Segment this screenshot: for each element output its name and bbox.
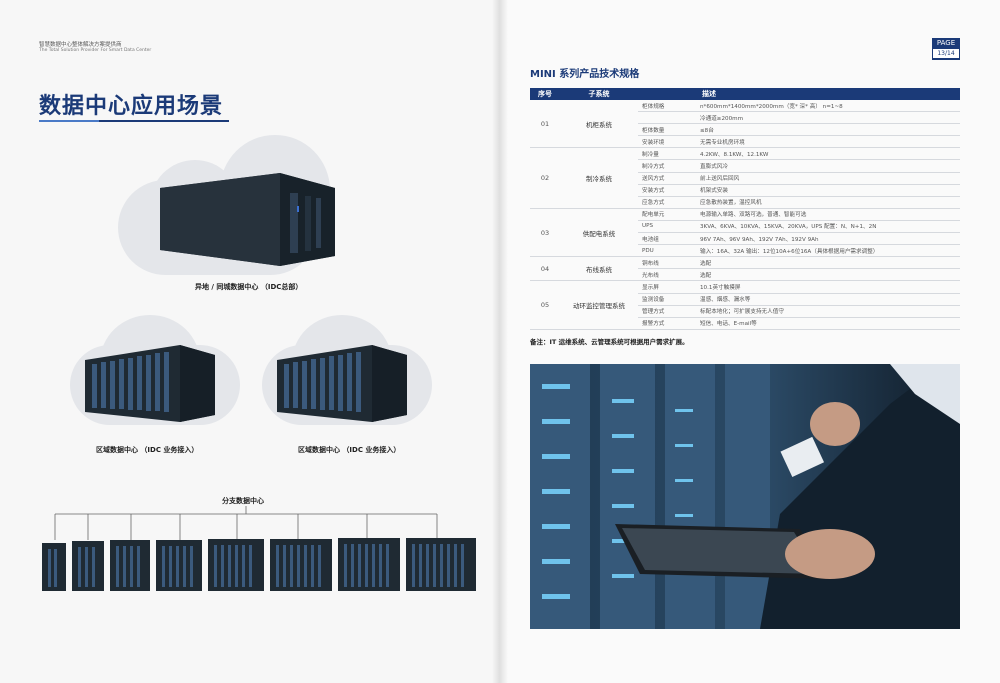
spec-description: 无需专业机房环境 — [696, 135, 960, 149]
spec-description: 输入：16A、32A 输出：12位10A+6位16A（具体根据用户需求调整） — [696, 244, 960, 258]
spec-group-number: 04 — [530, 256, 560, 282]
regional-cabinet-left-image — [85, 345, 215, 422]
page-number: 13/14 — [933, 49, 959, 58]
spec-item: 安装方式 — [638, 184, 696, 197]
spec-note: 备注：IT 运维系统、云管理系统可根据用户需求扩展。 — [530, 338, 689, 346]
spec-table-header: 序号 子系统 描述 — [530, 88, 960, 100]
server-room-tablet-photo — [530, 364, 960, 629]
spec-item: 铜布线 — [638, 256, 696, 270]
spec-item: 配电单元 — [638, 208, 696, 221]
spec-row: 柜体数量≤8台 — [530, 123, 960, 137]
regional-cabinet-right-image — [277, 345, 407, 422]
header-item — [638, 88, 696, 100]
spec-group-system: 机柜系统 — [560, 100, 638, 149]
spec-item: 显示屏 — [638, 280, 696, 294]
spec-item: 监测设备 — [638, 293, 696, 306]
spec-description: 3KVA、6KVA、10KVA、15KVA、20KVA，UPS 配置：N、N+1… — [696, 220, 960, 234]
spec-description: 短信、电话、E-mail等 — [696, 317, 960, 330]
spec-group-number: 05 — [530, 280, 560, 330]
caption-branch: 分支数据中心 — [222, 497, 264, 505]
spec-item: 制冷量 — [638, 147, 696, 161]
spec-row: 制冷方式直膨式风冷 — [530, 159, 960, 173]
header-num: 序号 — [530, 88, 560, 100]
spec-item: 送风方式 — [638, 172, 696, 185]
left-page: 智慧数据中心整体解决方案提供商 The Total Solution Provi… — [0, 0, 500, 683]
spec-description: n*600mm*1400mm*2000mm（宽* 深* 高） n=1~8 — [696, 100, 960, 113]
spec-item: 管理方式 — [638, 305, 696, 318]
spec-item: 制冷方式 — [638, 159, 696, 173]
spec-item — [638, 111, 696, 125]
spec-description: 电源输入单路、双路可选，普通、智能可选 — [696, 208, 960, 221]
spec-description: 标配本地化；可扩展支持无人值守 — [696, 305, 960, 318]
page-label: PAGE — [936, 39, 956, 47]
page-title: 数据中心应用场景 — [39, 94, 224, 119]
spec-row: 应急方式应急散热装置，温控风机 — [530, 196, 960, 209]
spec-description: 应急散热装置，温控风机 — [696, 196, 960, 209]
brand-name-en: The Total Solution Provider For Smart Da… — [39, 48, 152, 53]
spec-description: 选配 — [696, 256, 960, 270]
spec-item: 安装环境 — [638, 135, 696, 149]
caption-regional-right: 区域数据中心 （IDC 业务接入） — [298, 446, 401, 454]
spec-group-system: 制冷系统 — [560, 147, 638, 209]
spec-description: 10.1英寸触摸屏 — [696, 280, 960, 294]
spec-description: 选配 — [696, 268, 960, 282]
spec-description: 直膨式风冷 — [696, 159, 960, 173]
page-number-badge: PAGE 13/14 — [932, 38, 960, 60]
caption-regional-left: 区域数据中心 （IDC 业务接入） — [96, 446, 199, 454]
header-desc: 描述 — [696, 88, 960, 100]
spec-item: 光布线 — [638, 268, 696, 282]
spec-item: UPS — [638, 220, 696, 234]
spec-description: 前上送风后回风 — [696, 172, 960, 185]
spec-row: 冷通道≥200mm — [530, 111, 960, 125]
title-underline-accent — [39, 120, 99, 122]
spec-group-number: 02 — [530, 147, 560, 209]
header-system: 子系统 — [560, 88, 638, 100]
spec-row: 送风方式前上送风后回风 — [530, 172, 960, 185]
spec-group-system: 布线系统 — [560, 256, 638, 282]
title-underline — [39, 120, 229, 122]
spec-description: 冷通道≥200mm — [696, 111, 960, 125]
spec-group-number: 03 — [530, 208, 560, 258]
spec-description: ≤8台 — [696, 123, 960, 137]
spec-row: 光布线选配 — [530, 268, 960, 282]
idc-headquarters-cabinet-image — [160, 173, 335, 266]
spec-description: 机架式安装 — [696, 184, 960, 197]
caption-idc-headquarters: 异地 / 同城数据中心 （IDC总部） — [195, 283, 303, 291]
spec-item: 应急方式 — [638, 196, 696, 209]
spec-item: 电池组 — [638, 232, 696, 246]
spec-row: 安装方式机架式安装 — [530, 184, 960, 197]
spec-group-system: 供配电系统 — [560, 208, 638, 258]
spec-group-system: 动环监控管理系统 — [560, 280, 638, 330]
spec-item: 柜体规格 — [638, 100, 696, 113]
spec-description: 96V 7Ah、96V 9Ah、192V 7Ah、192V 9Ah — [696, 232, 960, 246]
spec-row: 安装环境无需专业机房环境 — [530, 135, 960, 149]
spec-description: 温感、烟感、漏水等 — [696, 293, 960, 306]
brand-name-cn: 智慧数据中心整体解决方案提供商 — [39, 42, 122, 48]
book-spine-shadow — [492, 0, 508, 683]
spec-row: 管理方式标配本地化；可扩展支持无人值守 — [530, 305, 960, 318]
spec-item: PDU — [638, 244, 696, 258]
spec-title: MINI 系列产品技术规格 — [530, 69, 640, 80]
spec-row: 报警方式短信、电话、E-mail等 — [530, 317, 960, 330]
branch-connector-lines — [54, 506, 438, 540]
spec-description: 4.2KW、8.1KW、12.1KW — [696, 147, 960, 161]
spec-item: 报警方式 — [638, 317, 696, 330]
spec-group-number: 01 — [530, 100, 560, 149]
spec-row: 监测设备温感、烟感、漏水等 — [530, 293, 960, 306]
spec-item: 柜体数量 — [638, 123, 696, 137]
branch-cabinets-image — [42, 538, 476, 591]
